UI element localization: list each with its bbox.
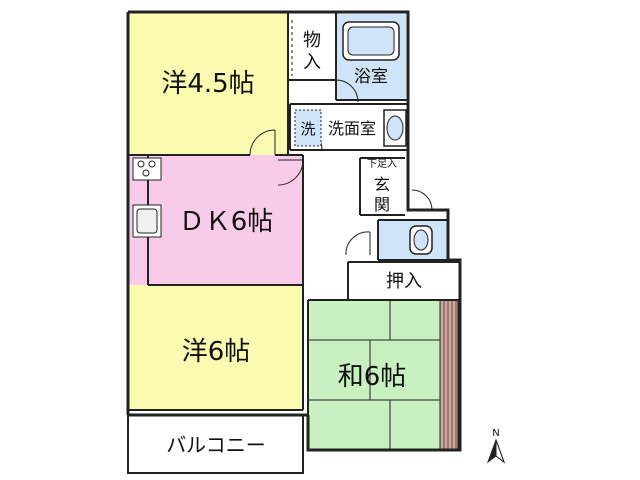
tokonoma-stripes <box>443 300 457 450</box>
washroom-label: 洗面室 <box>328 119 376 138</box>
washer-label: 洗 <box>300 120 315 138</box>
tatami-lines <box>308 300 440 450</box>
kitchen-sink-icon <box>132 204 162 238</box>
sink-icon <box>383 109 407 147</box>
room-western-north <box>128 12 288 155</box>
entrance-label-1: 玄 <box>374 175 390 194</box>
closet-small-label-1: 物 <box>303 30 321 51</box>
closet-small-label-2: 入 <box>303 52 321 73</box>
washer-area <box>294 109 322 147</box>
compass-icon: N <box>486 428 506 464</box>
entrance-label-2: 関 <box>374 195 390 214</box>
room-japanese <box>308 300 458 450</box>
balcony-label: バルコニー <box>166 433 266 457</box>
stove-icon <box>132 157 162 181</box>
balcony-area <box>128 415 303 473</box>
toilet-icon <box>409 225 433 255</box>
tokonoma-edge <box>439 299 459 451</box>
compass-north-label: N <box>492 428 499 439</box>
interior-walls <box>127 12 460 474</box>
room-label-japanese: 和6帖 <box>338 362 407 392</box>
room-western-south <box>128 285 303 410</box>
room-label-dk: ＤＫ6帖 <box>179 207 274 237</box>
room-label-western-south: 洋6帖 <box>182 337 251 367</box>
shoebox-label: 下足入 <box>367 158 397 170</box>
room-label-western-north: 洋4.5帖 <box>161 69 254 99</box>
bath-label: 浴室 <box>354 67 388 87</box>
push-closet-label: 押入 <box>386 271 422 292</box>
